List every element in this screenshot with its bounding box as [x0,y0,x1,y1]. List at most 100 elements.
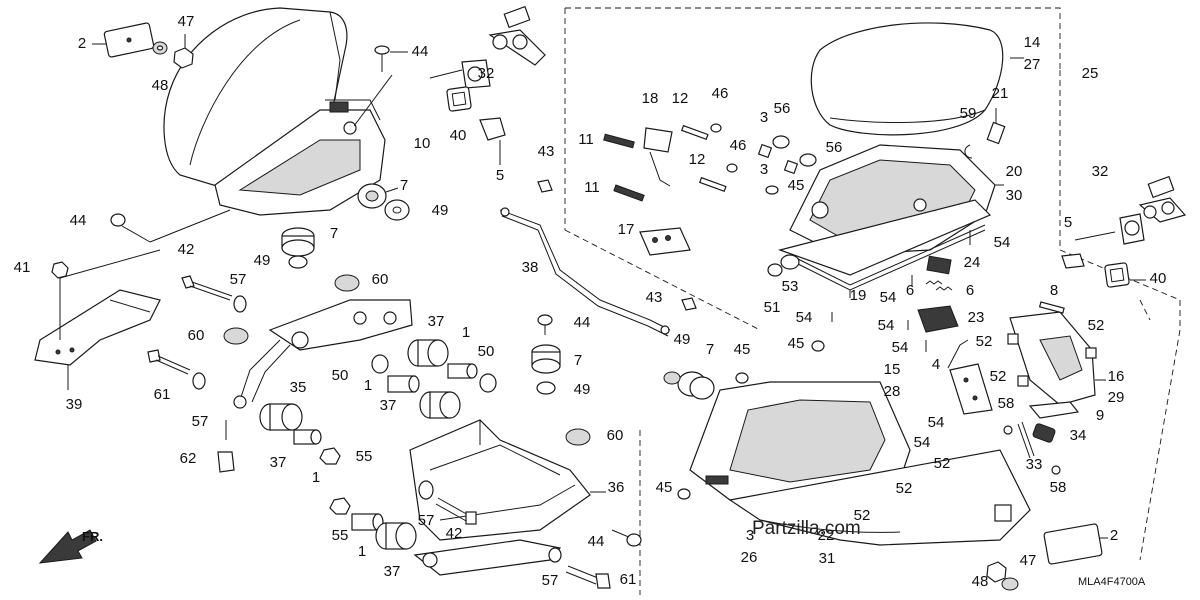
callout-36: 36 [608,479,625,496]
lever-9 [1028,401,1080,419]
callout-53: 53 [782,278,799,295]
callout-32: 32 [478,65,495,82]
callout-33: 33 [1026,456,1043,473]
stay-bracket-36 [409,419,606,576]
callout-31: 31 [819,550,836,567]
cap-60-a [334,274,360,292]
callout-30: 30 [1006,187,1023,204]
callout-60: 60 [372,271,389,288]
callout-40: 40 [1150,270,1167,287]
bolt-44-left [110,209,231,243]
callout-59: 59 [960,105,977,122]
callout-47: 47 [1020,552,1037,569]
callout-28: 28 [884,383,901,400]
cap-60-c [565,428,591,446]
callout-17: 17 [618,221,635,238]
washer-57-lower [192,372,206,390]
callout-8: 8 [1050,282,1058,299]
callout-37: 37 [428,313,445,330]
nut-55-b [329,497,351,515]
callout-50: 50 [478,343,495,360]
callout-57: 57 [230,271,247,288]
callout-35: 35 [290,379,307,396]
callout-12: 12 [672,90,689,107]
callout-1: 1 [312,469,320,486]
plate-4 [949,363,993,415]
stay-rod-38 [499,207,671,337]
callout-32: 32 [1092,163,1109,180]
bolt-43-b [681,297,697,311]
washer-49-a [384,199,410,221]
nut-41 [51,249,161,340]
nut-47 [173,34,194,69]
callout-24: 24 [964,254,981,271]
callout-52: 52 [854,507,871,524]
callout-50: 50 [332,367,349,384]
diagram-code: MLA4F4700A [1078,576,1146,588]
callout-57: 57 [542,572,559,589]
callout-1: 1 [364,377,372,394]
callout-3: 3 [746,527,754,544]
pin-12-b [698,176,727,193]
callout-55: 55 [332,527,349,544]
watermark: Partzilla.com [752,518,861,539]
callout-42: 42 [446,525,463,542]
callout-54: 54 [880,289,897,306]
callout-38: 38 [522,259,539,276]
callout-48: 48 [972,573,989,590]
callout-49: 49 [674,331,691,348]
screw-44-top [374,45,408,72]
callout-11: 11 [578,131,594,148]
callout-45: 45 [734,341,751,358]
washer-59 [964,144,973,159]
screw-45-set [677,340,825,500]
callout-54: 54 [994,234,1011,251]
callout-43: 43 [646,289,663,306]
callout-48: 48 [152,77,169,94]
callout-57: 57 [418,512,435,529]
screw-58-set [1003,425,1061,475]
rubber-mount-7-d [677,371,715,400]
callout-34: 34 [1070,427,1087,444]
callout-61: 61 [620,571,637,588]
callout-1: 1 [462,324,470,341]
shaft-33 [1017,421,1035,459]
callout-27: 27 [1024,56,1041,73]
bolt-42-upper [181,275,233,301]
top-case-lid [810,22,1024,136]
mounting-bracket-35 [225,299,413,440]
latch-24 [926,255,952,275]
callout-56: 56 [774,100,791,117]
washer-49-c [536,381,556,395]
hinge-pin-21 [986,108,1006,145]
callout-labels: 2474844324010574944741424960576037150355… [14,13,1167,590]
key-lock-32-left [429,5,546,89]
callout-57: 57 [192,413,209,430]
callout-60: 60 [188,327,205,344]
callout-7: 7 [330,225,338,242]
callout-5: 5 [1064,214,1072,231]
seal-40-left [446,86,472,112]
callout-44: 44 [70,212,87,229]
callout-7: 7 [574,352,582,369]
callout-49: 49 [574,381,591,398]
screw-54-set [831,230,971,352]
callout-10: 10 [414,135,431,152]
callout-58: 58 [998,395,1015,412]
hinge-plate-18 [643,127,673,187]
callout-52: 52 [1088,317,1105,334]
collar-37-a [407,339,449,367]
washer-56-a [772,135,790,149]
callout-46: 46 [712,85,729,102]
washer-48-right [1001,577,1019,591]
callout-44: 44 [588,533,605,550]
collar-37-d [375,522,417,550]
washer-56-b [799,153,817,167]
callout-41: 41 [14,259,31,276]
callout-47: 47 [178,13,195,30]
callout-37: 37 [384,563,401,580]
callout-23: 23 [968,309,985,326]
callout-58: 58 [1050,479,1067,496]
